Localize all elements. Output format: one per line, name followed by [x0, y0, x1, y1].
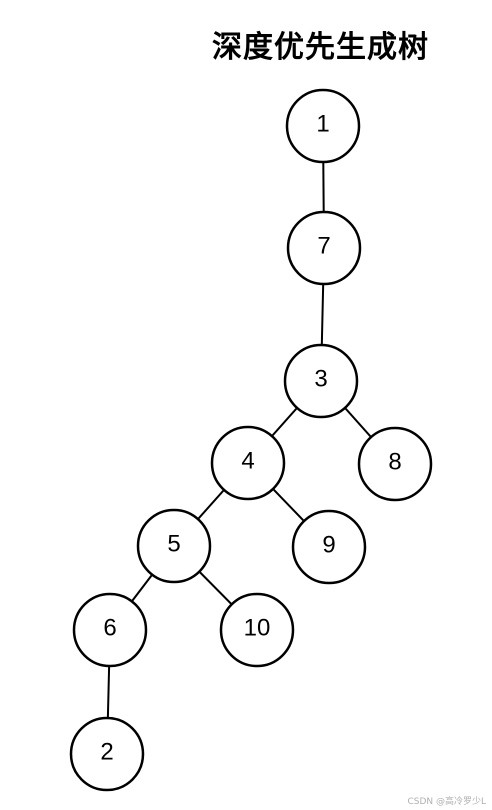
- node-label: 8: [388, 449, 401, 476]
- node-circle: [210, 425, 286, 501]
- tree-node-4: 4: [210, 425, 286, 501]
- node-circle: [283, 343, 359, 419]
- node-label: 3: [314, 366, 327, 393]
- node-circle: [291, 509, 367, 585]
- nodes-layer: 1 7 3 4 8 5 9 6 10 2: [69, 88, 433, 792]
- node-label: 6: [103, 615, 116, 642]
- node-label: 9: [322, 532, 335, 559]
- node-label: 10: [244, 615, 271, 642]
- tree-node-10: 10: [219, 592, 295, 668]
- node-circle: [219, 592, 295, 668]
- node-circle: [136, 508, 212, 584]
- tree-node-5: 5: [136, 508, 212, 584]
- tree-node-8: 8: [357, 426, 433, 502]
- node-circle: [286, 210, 362, 286]
- tree-node-6: 6: [72, 592, 148, 668]
- node-circle: [72, 592, 148, 668]
- node-label: 2: [100, 739, 113, 766]
- tree-node-7: 7: [286, 210, 362, 286]
- node-circle: [357, 426, 433, 502]
- node-label: 1: [316, 111, 329, 138]
- watermark: CSDN @高冷罗少L: [407, 797, 486, 807]
- node-label: 7: [317, 233, 330, 260]
- tree-node-1: 1: [285, 88, 361, 164]
- node-label: 5: [167, 531, 180, 558]
- node-circle: [285, 88, 361, 164]
- node-circle: [69, 716, 145, 792]
- diagram-title: 深度优先生成树: [212, 30, 429, 65]
- tree-node-2: 2: [69, 716, 145, 792]
- tree-node-3: 3: [283, 343, 359, 419]
- tree-node-9: 9: [291, 509, 367, 585]
- node-label: 4: [241, 448, 254, 475]
